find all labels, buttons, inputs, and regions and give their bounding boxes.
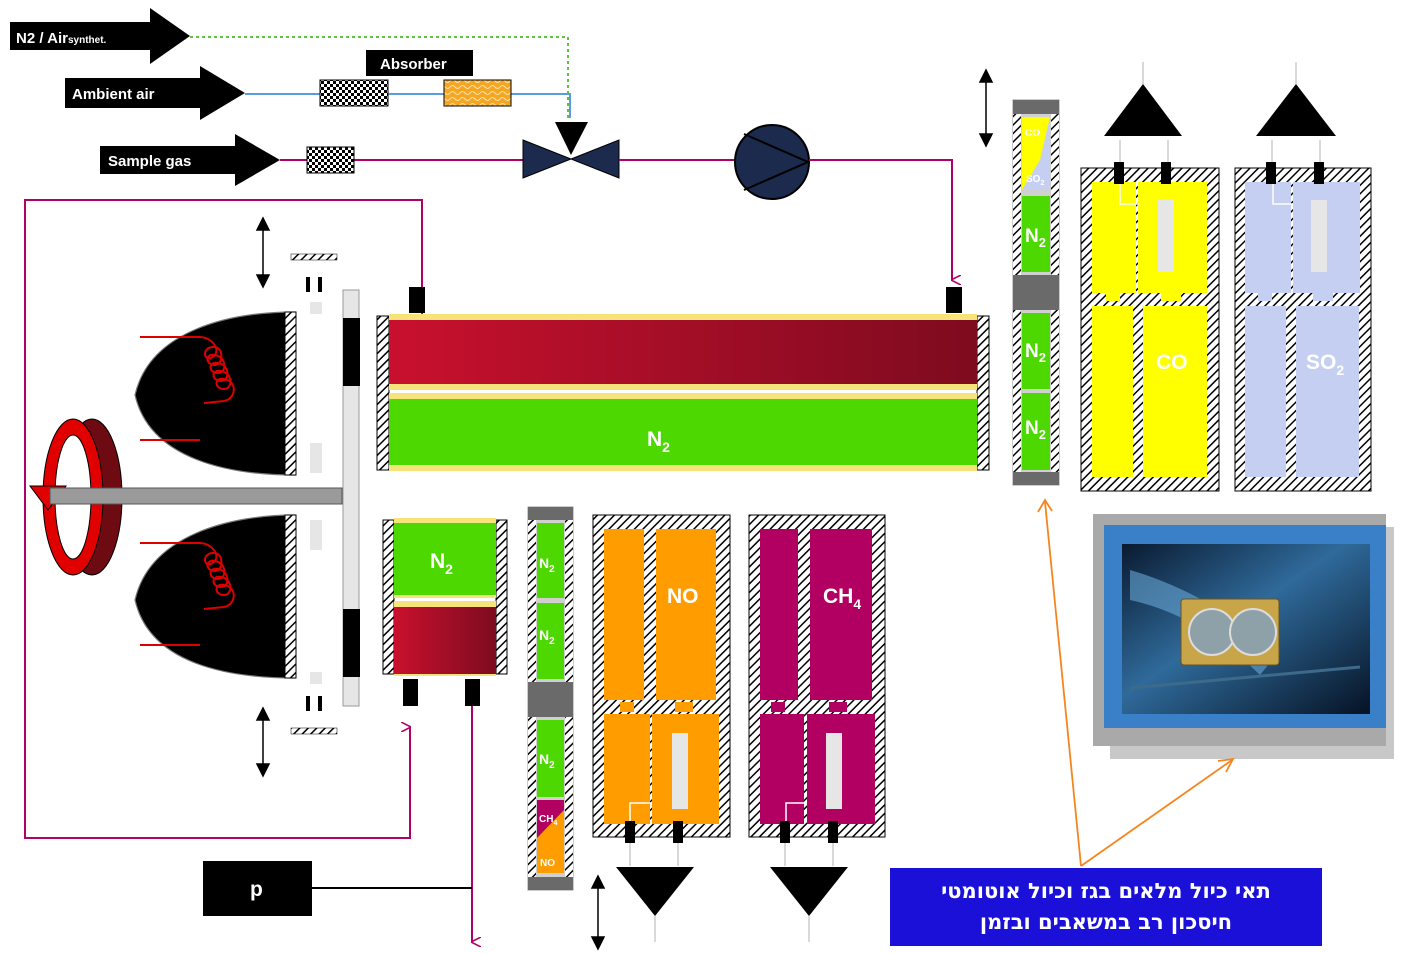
svg-text:Ambient air: Ambient air — [72, 86, 155, 103]
n2-air-input: N2 / Airsynthet. — [10, 8, 190, 64]
reference-cell-small: N2 — [383, 518, 507, 706]
detector-so2: SO2 — [1235, 62, 1371, 491]
chopper-sensor-lower — [291, 696, 337, 734]
svg-text:CO: CO — [1156, 351, 1188, 374]
sample-gas-input: Sample gas — [100, 134, 280, 186]
detector-no: NO — [593, 515, 730, 942]
sample-filter — [307, 147, 354, 173]
adjust-arrow-upper — [257, 218, 269, 287]
adjust-arrow-lower — [257, 708, 269, 776]
svg-text:Sample gas: Sample gas — [108, 153, 191, 170]
pressure-sensor: p — [203, 861, 312, 916]
chopper-sensor-upper — [291, 254, 337, 292]
adjust-arrow-upper-strip — [980, 70, 992, 146]
ambient-filter — [320, 80, 388, 106]
svg-text:NO: NO — [667, 585, 699, 608]
chopper-blade-lower — [343, 609, 360, 677]
calibration-note-line2: חיסכון רב במשאבים ובזמן — [890, 907, 1322, 938]
calibration-strip-upper: CO SO2 N2 N2 N2 — [1013, 100, 1059, 485]
svg-text:p: p — [250, 878, 263, 901]
three-way-valve — [523, 122, 619, 178]
chopper-blade-upper — [343, 318, 360, 386]
calibration-cell-photo — [1093, 514, 1394, 759]
svg-text:CO: CO — [1025, 128, 1040, 139]
detector-co: CO — [1081, 62, 1219, 491]
ir-source-upper — [135, 312, 296, 475]
calibration-strip-lower: N2 N2 N2 CH4 NO — [528, 507, 573, 890]
calibration-note: תאי כיול מלאים בגז וכיול אוטומטי חיסכון … — [890, 868, 1322, 946]
ambient-air-input: Ambient air — [65, 66, 245, 120]
ambient-air-line — [245, 94, 570, 118]
chopper-shaft — [50, 488, 342, 504]
pump — [735, 125, 809, 199]
calibration-note-line1: תאי כיול מלאים בגז וכיול אוטומטי — [890, 876, 1322, 907]
adjust-arrow-lower-strip — [592, 876, 604, 949]
svg-text:Absorber: Absorber — [380, 56, 447, 73]
pump-to-cell-line — [809, 160, 952, 280]
detector-ch4: CH4 — [749, 515, 885, 942]
sample-cell: N2 — [377, 287, 989, 471]
svg-text:NO: NO — [540, 858, 555, 869]
ir-source-lower — [135, 515, 296, 678]
